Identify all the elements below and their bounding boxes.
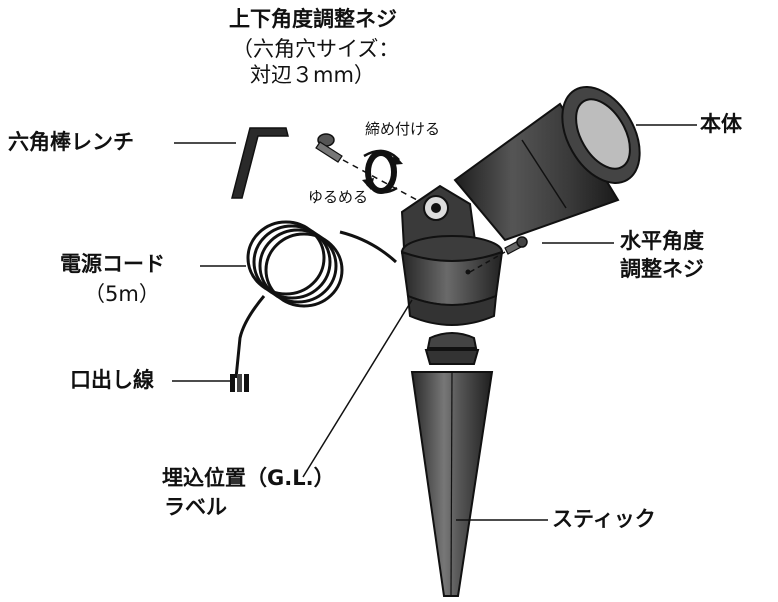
label-tilt-screw: 上下角度調整ネジ xyxy=(229,7,397,31)
label-tilt-screw-note-2: 対辺３mm） xyxy=(250,63,375,87)
label-power-cord-length: （5m） xyxy=(84,282,160,306)
hex-wrench-icon xyxy=(231,127,289,199)
stick-icon xyxy=(410,332,494,597)
bracket-arm-icon xyxy=(400,184,478,249)
wire-ends-icon xyxy=(230,374,249,392)
label-loosen: ゆるめる xyxy=(308,188,369,206)
label-ground-level-2: ラベル xyxy=(164,495,227,519)
label-hex-wrench: 六角棒レンチ xyxy=(8,130,134,154)
label-ground-level-1: 埋込位置（G.L.） xyxy=(162,466,335,490)
leader-lines xyxy=(172,124,697,521)
tilt-screw-icon xyxy=(315,133,343,163)
label-tilt-screw-note-1: （六角穴サイズ： xyxy=(232,37,400,61)
label-pan-screw-2: 調整ネジ xyxy=(620,257,704,281)
label-power-cord: 電源コード xyxy=(60,252,165,276)
label-pan-screw-1: 水平角度 xyxy=(620,229,704,253)
label-wire-ends: 口出し線 xyxy=(70,368,154,392)
pan-screw-axis-line xyxy=(469,251,506,273)
label-stick: スティック xyxy=(552,507,656,531)
base-cup-icon xyxy=(400,235,504,326)
tilt-screw-axis-line xyxy=(342,159,431,208)
lamp-body-icon xyxy=(453,86,641,242)
pan-screw-icon xyxy=(504,236,528,255)
power-cord-coil-icon xyxy=(234,220,398,379)
rotation-arrows-icon xyxy=(362,149,403,194)
label-tighten: 締め付ける xyxy=(365,120,441,138)
label-body: 本体 xyxy=(700,112,742,136)
